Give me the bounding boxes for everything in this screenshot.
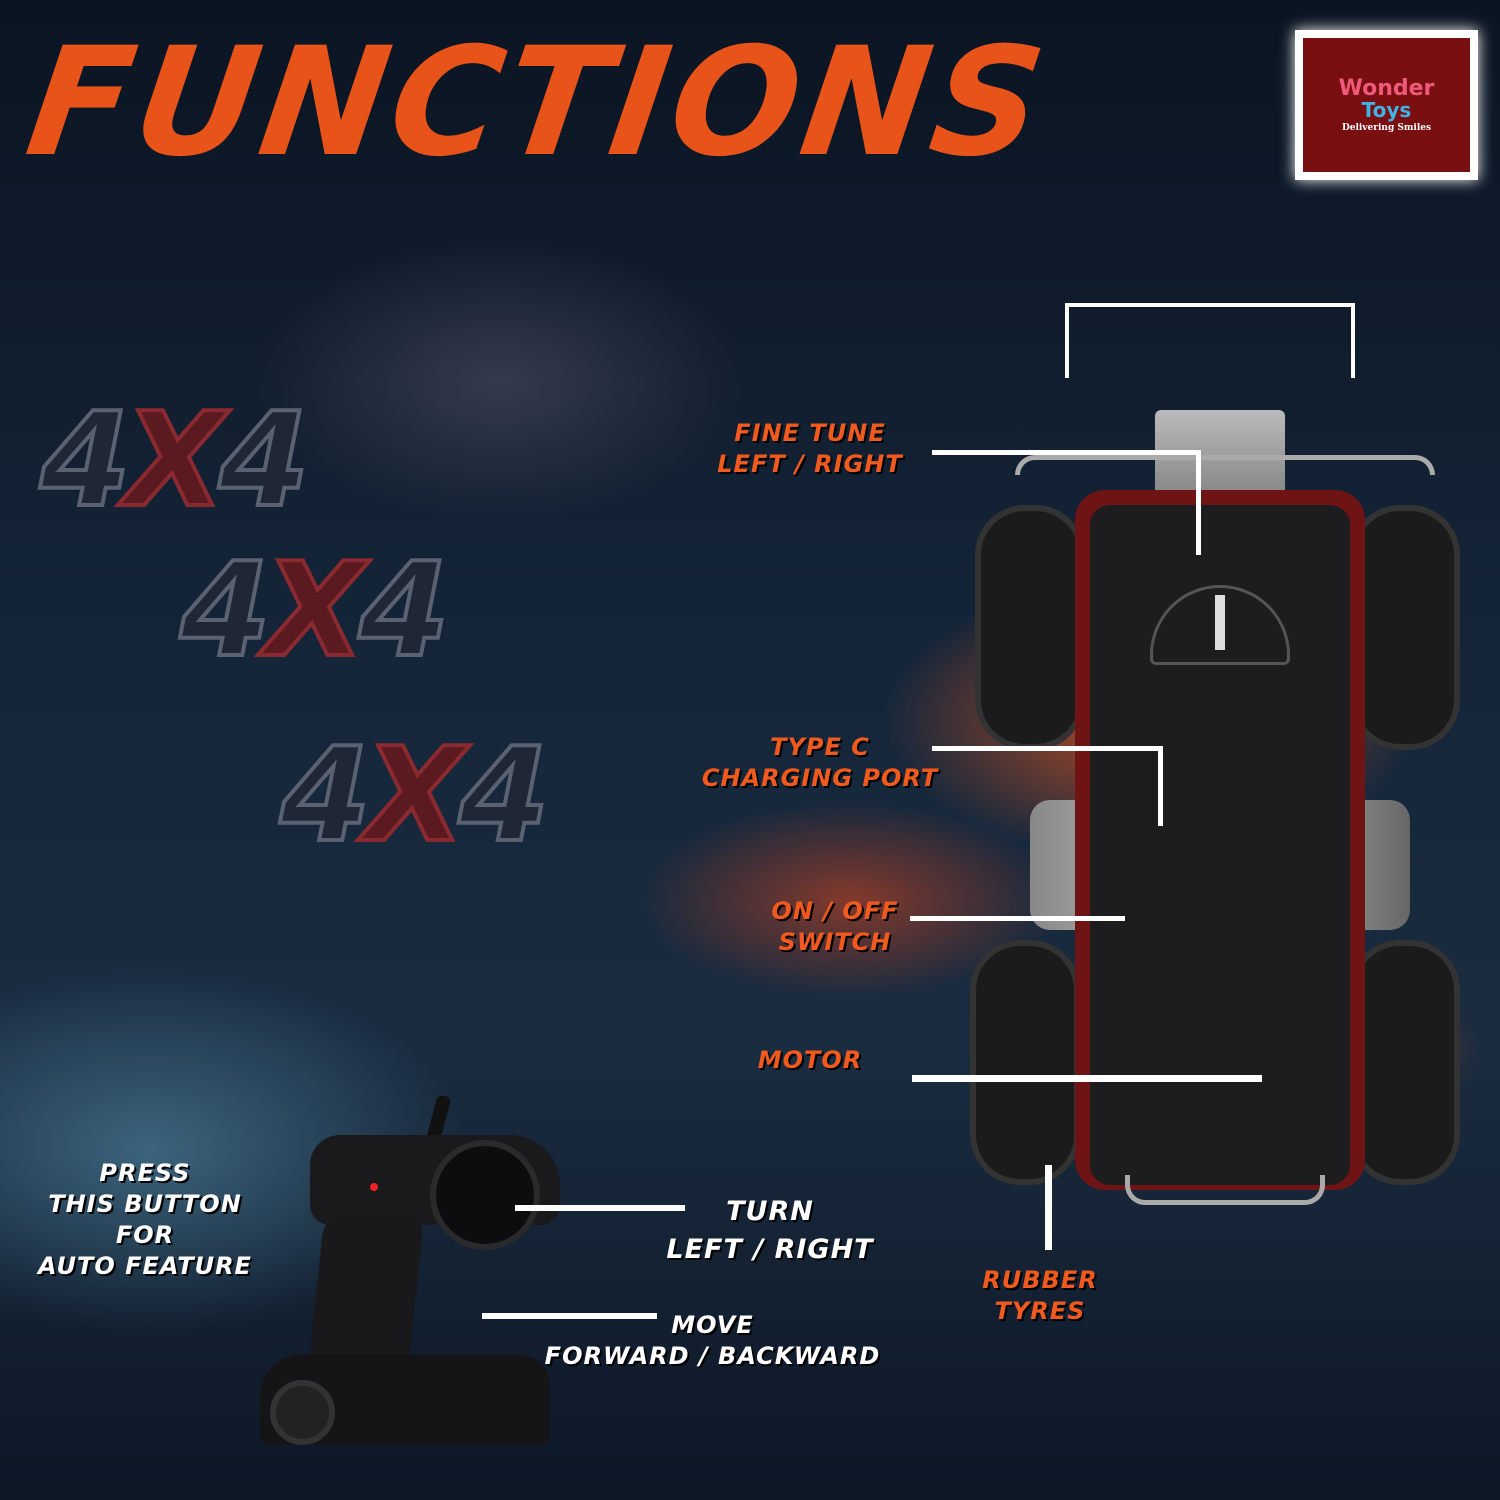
label-line: TURN (726, 1196, 814, 1227)
motor-label: MOTOR (757, 1046, 863, 1074)
brand-logo: Wonder Toys Delivering Smiles (1295, 30, 1478, 180)
4x4-badge: 4X4 (178, 534, 451, 686)
callout-line (912, 1075, 1262, 1082)
label-line: SWITCH (778, 928, 892, 956)
label-line: TYPE C (770, 733, 870, 761)
rubber-tyres-label: RUBBER TYRES (960, 1265, 1120, 1327)
move-label: MOVE FORWARD / BACKWARD (540, 1310, 885, 1372)
label-line: FORWARD / BACKWARD (544, 1342, 881, 1370)
logo-line1: Wonder (1338, 75, 1435, 101)
callout-line (1045, 1165, 1052, 1250)
badge-x: X (262, 534, 366, 686)
callout-line (515, 1205, 685, 1211)
label-line: FINE TUNE (734, 419, 886, 447)
turn-label: TURN LEFT / RIGHT (655, 1193, 885, 1269)
callout-line (910, 916, 1125, 921)
callout-line (932, 746, 1162, 751)
callout-line (1158, 746, 1163, 826)
page-title: FUNCTIONS (17, 16, 1058, 190)
logo-tagline: Delivering Smiles (1341, 122, 1432, 133)
label-line: AUTO FEATURE (38, 1252, 252, 1280)
label-line: TYRES (994, 1297, 1086, 1325)
label-line: LEFT / RIGHT (717, 450, 903, 478)
label-line: MOVE (671, 1311, 754, 1339)
auto-feature-label: PRESS THIS BUTTON FOR AUTO FEATURE (15, 1158, 275, 1282)
fine-tune-label: FINE TUNE LEFT / RIGHT (700, 418, 920, 480)
badge-x: X (122, 384, 226, 536)
4x4-badge: 4X4 (278, 719, 551, 871)
callout-line (1196, 450, 1201, 555)
bracket-decoration (1065, 303, 1355, 378)
rc-car-image (970, 410, 1460, 1220)
label-line: THIS BUTTON FOR (48, 1190, 242, 1249)
callout-line (932, 450, 1200, 455)
on-off-label: ON / OFF SWITCH (760, 896, 910, 958)
label-line: CHARGING PORT (701, 764, 939, 792)
callout-line (482, 1313, 657, 1319)
type-c-label: TYPE C CHARGING PORT (700, 732, 940, 794)
label-line: LEFT / RIGHT (666, 1234, 874, 1265)
4x4-badge: 4X4 (38, 384, 311, 536)
label-line: RUBBER (982, 1266, 1098, 1294)
label-line: ON / OFF (771, 897, 899, 925)
label-line: PRESS (99, 1159, 191, 1187)
logo-line2: Toys (1361, 97, 1412, 122)
remote-controller-image (260, 1094, 570, 1450)
badge-x: X (362, 719, 466, 871)
